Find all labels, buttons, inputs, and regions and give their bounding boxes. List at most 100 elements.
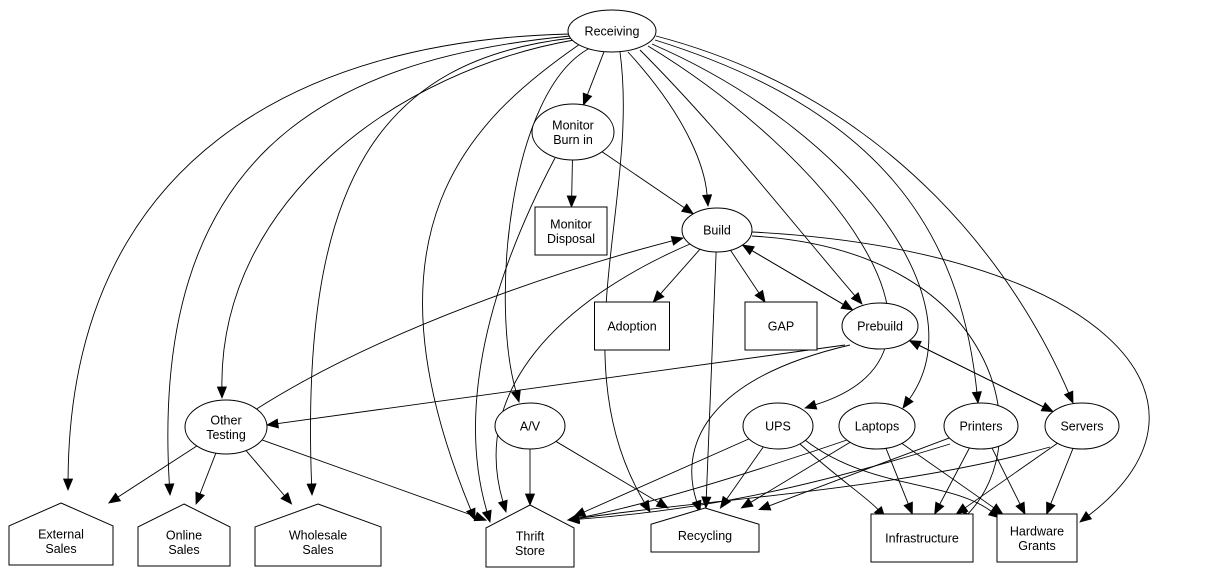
edge-line [660, 248, 701, 295]
edge-build-to-thrift-store [495, 243, 691, 514]
node-ups[interactable]: UPS [742, 402, 814, 450]
arrowhead-icon [990, 503, 1004, 515]
edge-receiving-to-build [627, 51, 713, 208]
edge-line [167, 35, 571, 485]
ellipse-node-shape [943, 402, 1019, 450]
node-label: Sales [302, 543, 333, 557]
arrowhead-icon [497, 499, 508, 514]
node-label: Grants [1018, 539, 1056, 553]
ellipse-node-shape [531, 103, 615, 161]
node-printers[interactable]: Printers [943, 402, 1019, 450]
edge-line [245, 450, 285, 496]
edge-other-testing-to-build [254, 235, 685, 411]
box-node-shape [996, 513, 1078, 563]
node-label: Disposal [547, 232, 595, 246]
arrowhead-icon [740, 497, 754, 509]
edge-line [117, 445, 198, 498]
edge-other-testing-to-thrift-store [261, 439, 487, 522]
arrowhead-icon [758, 500, 772, 511]
edge-line [601, 151, 685, 209]
node-laptops[interactable]: Laptops [838, 402, 916, 450]
edge-receiving-to-av [504, 47, 591, 404]
node-servers[interactable]: Servers [1044, 402, 1120, 450]
edge-line [578, 446, 1051, 519]
node-adoption[interactable]: Adoption [594, 301, 670, 351]
edge-line [199, 452, 217, 494]
edge-receiving-to-online-sales [164, 35, 571, 497]
edge-line [651, 43, 930, 400]
node-receiving[interactable]: Receiving [567, 9, 657, 53]
edge-other-testing-to-wholesale-sales [245, 450, 293, 505]
arrowhead-icon [265, 418, 279, 429]
edge-printers-to-thrift-store [566, 443, 951, 525]
node-av[interactable]: A/V [494, 402, 566, 450]
arrowhead-icon [691, 499, 702, 514]
edge-line [604, 51, 645, 503]
edge-line [901, 443, 994, 509]
edge-line [504, 47, 591, 392]
edge-line [627, 51, 708, 196]
edge-receiving-to-monitor-burn-in [582, 51, 605, 106]
edge-laptops-to-recycling [740, 441, 851, 509]
node-label: Servers [1060, 420, 1103, 434]
arrowhead-icon [902, 395, 914, 409]
edge-line [885, 448, 909, 504]
edge-line [583, 438, 750, 513]
node-label: Printers [959, 420, 1002, 434]
house-node-shape [8, 502, 114, 566]
node-label: GAP [768, 320, 794, 334]
ellipse-node-shape [1044, 402, 1120, 450]
arrowhead-icon [908, 340, 922, 351]
edge-line [769, 437, 950, 507]
edge-printers-to-recycling [758, 437, 950, 511]
node-infrastructure[interactable]: Infrastructure [870, 513, 974, 563]
arrowhead-icon [582, 92, 593, 106]
node-label: Sales [45, 542, 76, 556]
node-gap[interactable]: GAP [744, 301, 818, 351]
node-label: External [38, 528, 84, 542]
arrowhead-icon [1063, 390, 1074, 404]
edge-line [1050, 448, 1074, 504]
node-label: Build [703, 224, 731, 238]
node-recycling[interactable]: Recycling [650, 507, 760, 553]
edge-printers-to-hardware-grants [991, 447, 1026, 515]
arrowhead-icon [741, 244, 755, 256]
node-label: Other [210, 413, 241, 427]
ellipse-node-shape [567, 9, 657, 53]
arrowhead-icon [566, 195, 577, 209]
ellipse-node-shape [494, 402, 566, 450]
edge-servers-to-infrastructure [955, 442, 1058, 515]
node-prebuild[interactable]: Prebuild [841, 302, 919, 350]
arrowhead-icon [903, 501, 913, 515]
ellipse-node-shape [681, 207, 753, 253]
edges-layer [62, 33, 1150, 525]
edge-line [751, 235, 1001, 515]
edge-line [639, 49, 856, 296]
node-label: Burn in [553, 133, 593, 147]
arrowhead-icon [107, 492, 122, 504]
node-build[interactable]: Build [681, 207, 753, 253]
edge-receiving-to-ups [647, 45, 890, 410]
edge-line [965, 442, 1058, 509]
arrowhead-icon [934, 501, 945, 515]
edge-servers-to-thrift-store [566, 446, 1051, 524]
edge-line [751, 250, 853, 311]
arrowhead-icon [971, 391, 982, 405]
edge-line [655, 35, 1070, 394]
node-label: Online [166, 529, 202, 543]
edge-receiving-to-printers [654, 39, 982, 405]
node-label: Testing [206, 428, 246, 442]
node-label: Prebuild [857, 320, 903, 334]
ellipse-node-shape [184, 399, 268, 455]
edge-line [991, 447, 1021, 505]
